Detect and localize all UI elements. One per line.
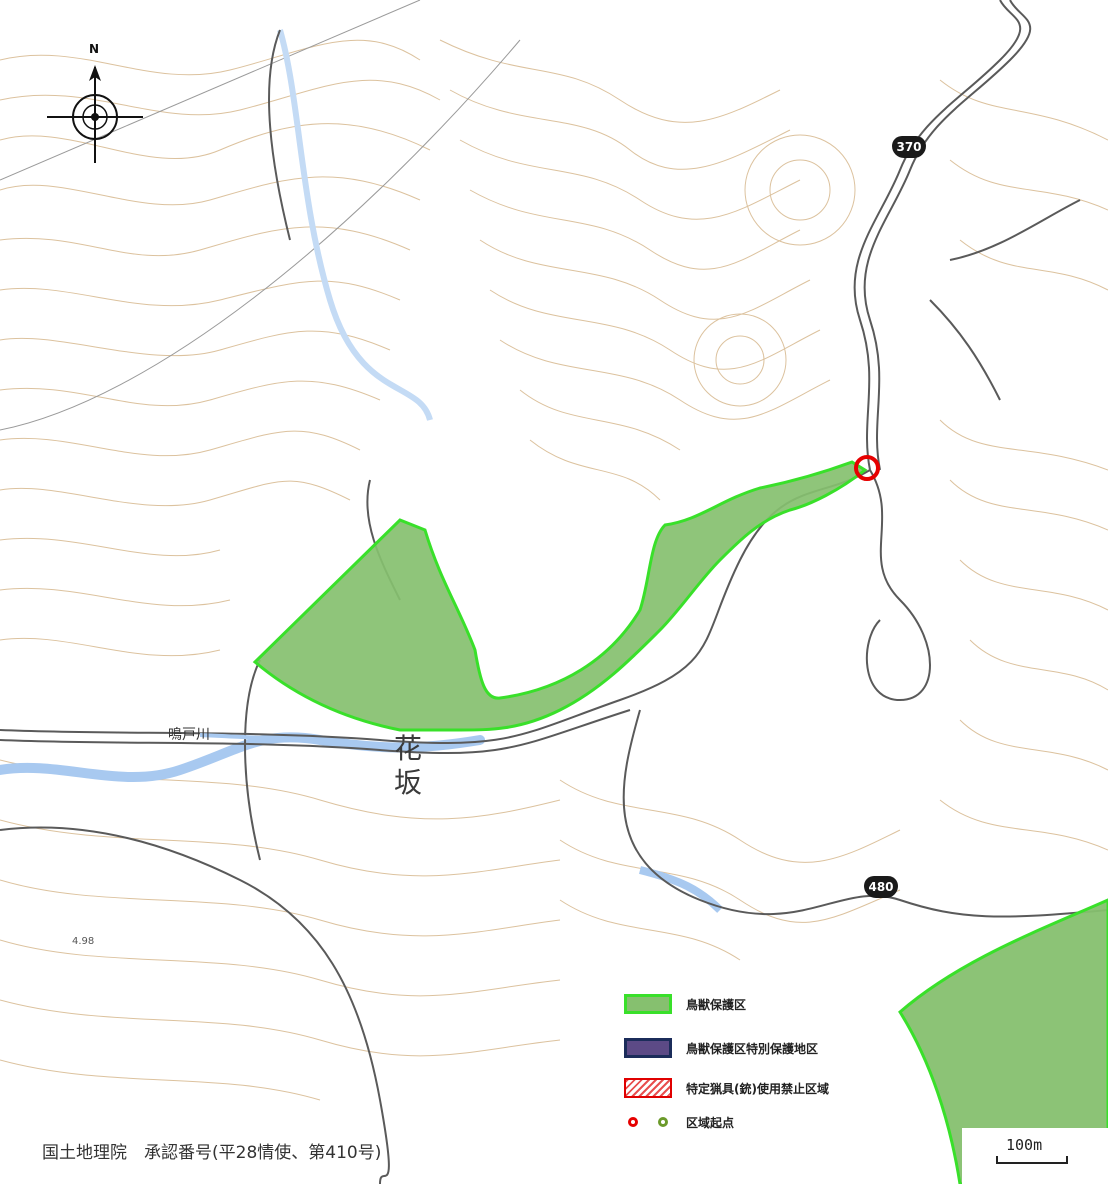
legend-item-gun-ban: 特定猟具(銃)使用禁止区域 (624, 1076, 829, 1100)
copyright-notice: 国土地理院 承認番号(平28情使、第410号) (42, 1138, 382, 1163)
map-legend: 鳥獣保護区 鳥獣保護区特別保護地区 特定猟具(銃)使用禁止区域 区域起点 (612, 980, 876, 1166)
legend-swatch-rings (624, 1112, 672, 1132)
river-name: 鳴戸川 (168, 727, 210, 743)
legend-swatch-hatch (624, 1078, 672, 1098)
legend-swatch-green (624, 994, 672, 1014)
legend-label: 区域起点 (686, 1115, 735, 1130)
legend-swatch-purple (624, 1038, 672, 1058)
red-ring-icon (628, 1117, 638, 1127)
place-name-hana: 花 (393, 732, 422, 765)
legend-item-start-point: 区域起点 (624, 1110, 734, 1134)
admin-lines (0, 0, 521, 431)
scale-label: 100m (1006, 1136, 1043, 1154)
place-name-saka: 坂 (393, 766, 422, 799)
contour-lines (0, 39, 1108, 1101)
north-label: N (89, 42, 100, 56)
legend-item-protection: 鳥獣保護区 (624, 992, 746, 1016)
road-number-480: 480 (864, 876, 898, 898)
river-flow-main (199, 733, 381, 747)
elevation-label: 4.98 (72, 936, 95, 947)
river-upper (277, 29, 433, 421)
north-arrow (47, 65, 143, 163)
start-point-marker[interactable] (854, 455, 880, 481)
protection-area-east (898, 898, 1108, 1184)
legend-item-special: 鳥獣保護区特別保護地区 (624, 1036, 818, 1060)
legend-label: 鳥獣保護区 (686, 997, 747, 1012)
scale-bar: 100m (962, 1128, 1108, 1184)
protection-area-main (252, 460, 868, 732)
legend-label: 鳥獣保護区特別保護地区 (686, 1041, 819, 1056)
scale-bar-line (996, 1156, 1068, 1164)
green-ring-icon (658, 1117, 668, 1127)
legend-label: 特定猟具(銃)使用禁止区域 (686, 1081, 829, 1096)
road-number-370: 370 (892, 136, 926, 158)
